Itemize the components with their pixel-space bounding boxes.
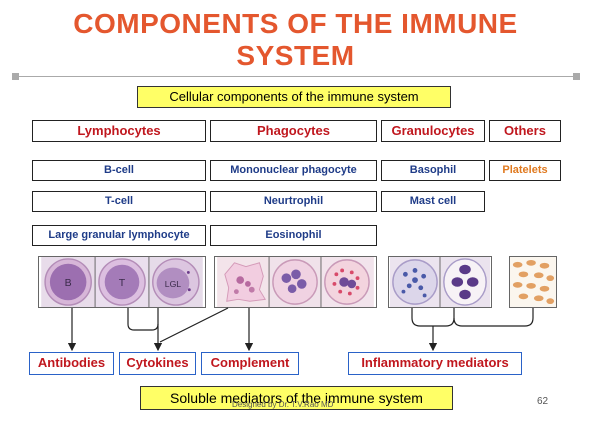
lgl-image-label: LGL xyxy=(165,279,182,289)
mononuclear-phagocyte-image xyxy=(224,262,267,302)
title-divider xyxy=(12,73,580,80)
t-cell-image: T xyxy=(98,258,146,306)
cell-t-cell: T-cell xyxy=(32,191,206,212)
basophil-image xyxy=(392,259,438,305)
neutrophil-image xyxy=(272,259,318,305)
mediator-inflammatory: Inflammatory mediators xyxy=(348,352,522,375)
category-granulocytes: Granulocytes xyxy=(381,120,485,142)
b-cell-image: B xyxy=(44,258,92,306)
cell-neutrophil: Neurtrophil xyxy=(210,191,377,212)
cell-eosinophil: Eosinophil xyxy=(210,225,377,246)
title-line-1: COMPONENTS OF THE IMMUNE xyxy=(73,8,518,39)
mediator-antibodies: Antibodies xyxy=(29,352,114,375)
cell-platelets: Platelets xyxy=(489,160,561,181)
soluble-mediators-banner: Soluble mediators of the immune system xyxy=(140,386,453,410)
category-others: Others xyxy=(489,120,561,142)
cell-mononuclear-phagocyte: Mononuclear phagocyte xyxy=(210,160,377,181)
mediator-complement: Complement xyxy=(201,352,299,375)
cell-mast-cell: Mast cell xyxy=(381,191,485,212)
cell-large-granular-lymphocyte: Large granular lymphocyte xyxy=(32,225,206,246)
granulocyte-images xyxy=(388,256,492,308)
mediator-cytokines: Cytokines xyxy=(119,352,196,375)
slide-title: COMPONENTS OF THE IMMUNE SYSTEM xyxy=(0,8,591,72)
category-lymphocytes: Lymphocytes xyxy=(32,120,206,142)
t-cell-image-label: T xyxy=(119,277,126,289)
category-phagocytes: Phagocytes xyxy=(210,120,377,142)
arrow-granulocytes-to-inflammatory xyxy=(411,308,455,327)
arrow-lymphocytes-to-cytokines xyxy=(127,308,159,331)
cellular-components-banner: Cellular components of the immune system xyxy=(137,86,451,108)
arrow-phagocytes-to-cytokines xyxy=(159,307,229,343)
lgl-image: LGL xyxy=(152,258,200,306)
lymphocyte-images: B T LGL xyxy=(38,256,206,308)
footer-credit: Designed by Dr. T.V.Rao MD xyxy=(232,400,334,409)
cell-basophil: Basophil xyxy=(381,160,485,181)
b-cell-image-label: B xyxy=(65,277,72,289)
page-number: 62 xyxy=(537,396,549,407)
eosinophil-image xyxy=(324,259,370,305)
mast-cell-image xyxy=(443,258,487,306)
phagocyte-images xyxy=(214,256,377,308)
platelets-image xyxy=(509,256,557,308)
arrow-platelets-to-inflammatory xyxy=(453,308,534,327)
title-line-2: SYSTEM xyxy=(236,40,355,71)
cell-b-cell: B-cell xyxy=(32,160,206,181)
